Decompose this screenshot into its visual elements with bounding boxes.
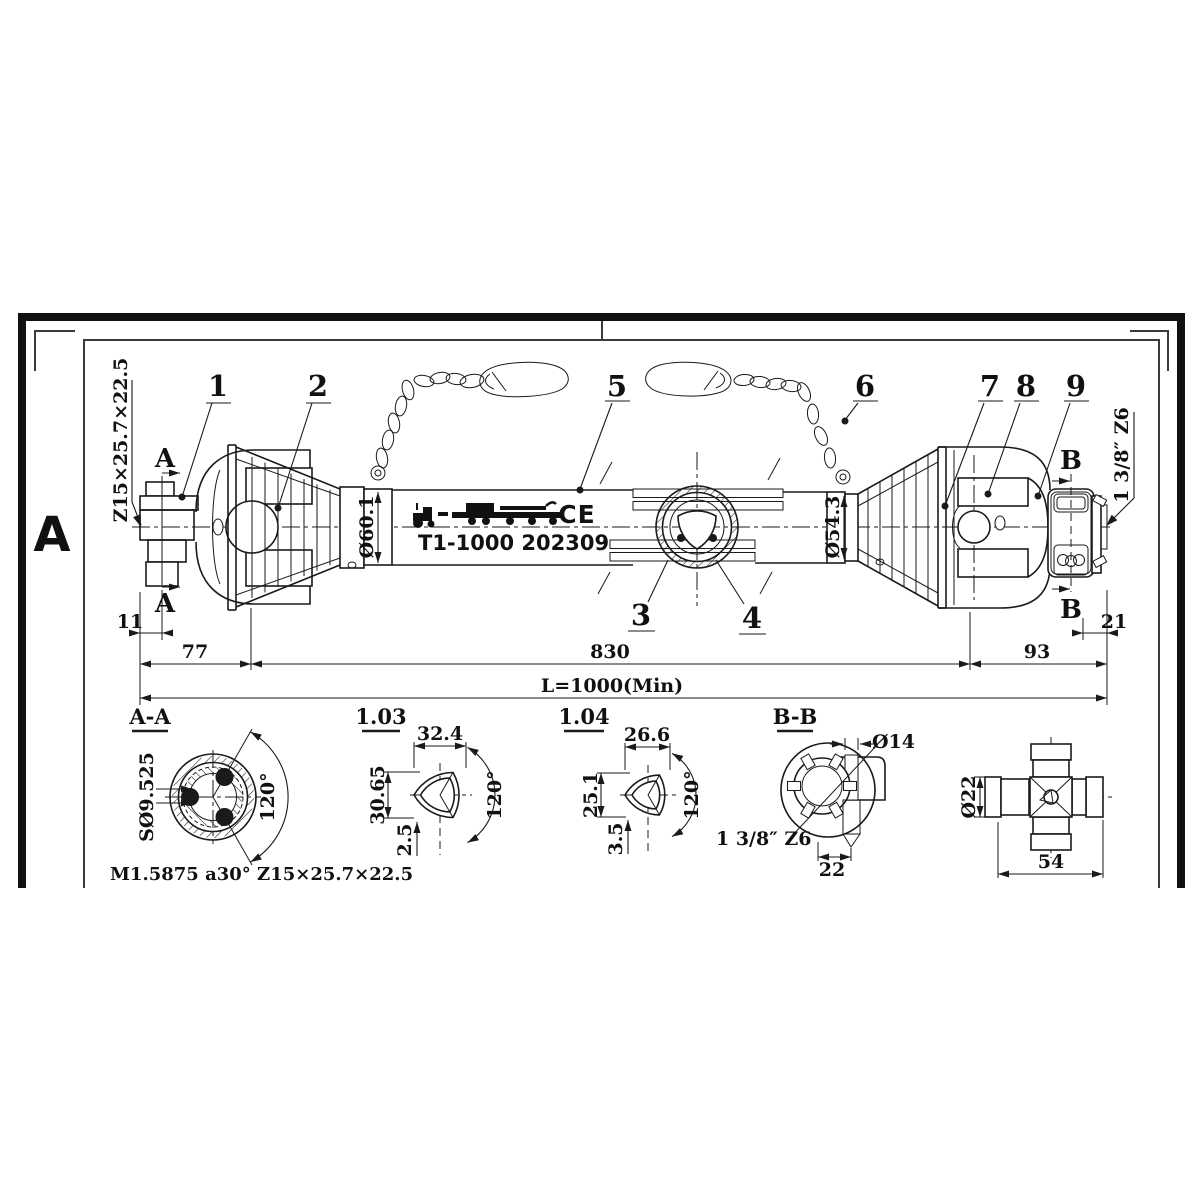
callout-7: 7	[980, 369, 1000, 403]
safety-chain-right	[645, 361, 837, 469]
length-dimensions: 11 21 77 830 93 L=1000(Min)	[117, 590, 1127, 705]
dim-21: 21	[1101, 611, 1127, 633]
cross-width: 54	[1038, 851, 1064, 873]
cross-journal-view: Ø22 54	[958, 737, 1112, 878]
section-bb-view: B-B Ø14 1 3/8″ Z6 22	[716, 704, 915, 881]
section-marker-b-bottom: B	[1060, 595, 1082, 625]
safety-chain-left	[375, 361, 569, 469]
tractor-icon	[413, 503, 435, 528]
ce-mark: CE	[558, 500, 595, 529]
section-bb-spline-label: 1 3/8″ Z6	[716, 828, 811, 850]
dim-77: 77	[182, 641, 208, 663]
section-marker-b-top: B	[1060, 446, 1082, 476]
section-103-wall: 2.5	[394, 823, 416, 856]
tube-right	[755, 491, 827, 564]
section-marker-a-bottom: A	[154, 589, 176, 619]
section-104-wall: 3.5	[605, 822, 627, 855]
right-spline-label: 1 3/8″ Z6	[1111, 407, 1133, 502]
right-guard-cone	[826, 446, 955, 609]
quick-release-collar	[1047, 488, 1108, 578]
callout-2: 2	[308, 369, 328, 403]
callout-5: 5	[607, 369, 627, 403]
section-line-bb: B B	[1052, 446, 1082, 625]
section-104-height: 25.1	[580, 772, 602, 818]
hitch-dash-icon	[438, 512, 448, 516]
section-marker-a-top: A	[154, 444, 176, 474]
dim-11: 11	[117, 611, 143, 633]
callout-4: 4	[742, 601, 762, 635]
dim-830: 830	[590, 641, 630, 663]
product-label: T1-1000 202309	[418, 531, 609, 555]
guard-dia-right-label: Ø54.3	[822, 496, 844, 559]
section-bb-offset: 22	[819, 859, 845, 881]
section-aa-view: A-A 120° SØ9.525 M1.5875 a30° Z15×25.7×2…	[110, 704, 413, 885]
callout-9: 9	[1066, 369, 1086, 403]
callouts: 1 2 5 6 7 8 9 3 4	[178, 369, 1089, 635]
guard-dia-left-label: Ø60.1	[356, 496, 378, 559]
section-103-height: 30.65	[367, 765, 389, 825]
callout-3: 3	[631, 598, 651, 632]
section-104-view: 1.04 26.6 25.1 3.5 120°	[558, 704, 703, 856]
main-shaft-view: CE T1-1000 202309	[132, 361, 1112, 611]
spline-spec-note: M1.5875 a30° Z15×25.7×22.5	[110, 864, 413, 885]
callout-1: 1	[208, 369, 228, 403]
left-spline-callout: Z15×25.7×22.5	[110, 358, 142, 527]
section-aa-angle: 120°	[257, 772, 279, 821]
section-104-title: 1.04	[558, 704, 609, 729]
left-spline-label: Z15×25.7×22.5	[110, 358, 132, 523]
section-bb-hole-dia: Ø14	[872, 731, 915, 753]
dim-guard-right: Ø54.3	[822, 496, 848, 559]
dim-total-length: L=1000(Min)	[541, 675, 683, 697]
section-bb-title: B-B	[773, 704, 818, 729]
callout-6: 6	[855, 369, 875, 403]
sheet-frame	[18, 313, 1185, 888]
zone-label: A	[33, 507, 70, 563]
tube-overlap-detail	[597, 457, 784, 595]
dim-93: 93	[1024, 641, 1050, 663]
section-aa-title: A-A	[128, 704, 171, 729]
dim-guard-left: Ø60.1	[356, 492, 382, 563]
cross-cup-dia: Ø22	[958, 776, 980, 819]
section-104-width: 26.6	[624, 724, 670, 746]
section-103-angle: 120°	[484, 770, 506, 819]
right-spline-callout: 1 3/8″ Z6	[1106, 407, 1135, 526]
section-103-width: 32.4	[417, 723, 463, 745]
callout-8: 8	[1016, 369, 1036, 403]
section-line-aa: A A	[154, 444, 180, 619]
section-104-angle: 120°	[681, 770, 703, 819]
tube-left	[392, 489, 633, 566]
implement-icon	[452, 501, 562, 525]
section-103-title: 1.03	[355, 704, 406, 729]
section-aa-ball-dia: SØ9.525	[136, 752, 158, 842]
section-103-view: 1.03 32.4 30.65 2.5 120°	[355, 704, 506, 857]
